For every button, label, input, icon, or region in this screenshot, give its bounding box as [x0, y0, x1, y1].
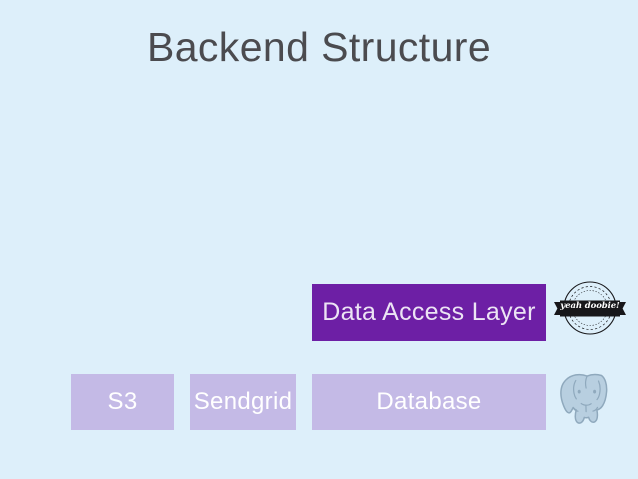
diagram-box-label: Sendgrid	[193, 388, 293, 415]
diagram-box-data-access-layer: Data Access Layer	[312, 284, 546, 341]
diagram-box-sendgrid: Sendgrid	[190, 374, 296, 430]
diagram-box-s3: S3	[71, 374, 174, 430]
diagram-box-label: Database	[376, 388, 482, 415]
postgresql-elephant-icon	[554, 369, 618, 431]
diagram-box-label: Data Access Layer	[322, 298, 536, 326]
diagram-box-label: S3	[107, 388, 138, 415]
page-title: Backend Structure	[146, 24, 492, 70]
yeah-doobie-stamp-icon: yeah doobie!	[554, 278, 626, 338]
diagram-box-database: Database	[312, 374, 546, 430]
